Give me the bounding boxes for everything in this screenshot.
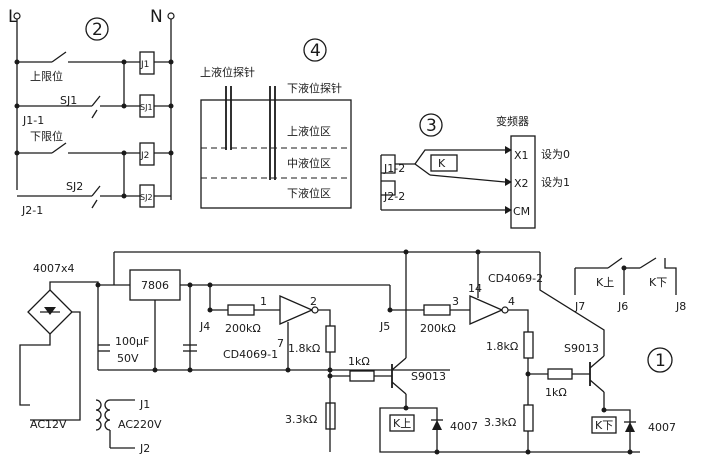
lower-probe-label: 下液位探针 bbox=[287, 81, 342, 95]
x1-terminal: X1 bbox=[514, 149, 529, 162]
sj1-label: SJ1 bbox=[60, 94, 77, 107]
section-4-number: 4 bbox=[310, 41, 321, 61]
r200k-a-label: 200kΩ bbox=[225, 322, 261, 335]
regulator-7806 bbox=[129, 269, 181, 301]
relay-k-up-coil bbox=[389, 414, 415, 432]
relay-j2-label: J2 bbox=[140, 151, 149, 161]
lower-limit-label: 下限位 bbox=[30, 129, 63, 143]
j7-label: J7 bbox=[574, 300, 585, 313]
set-0-label: 设为0 bbox=[541, 148, 570, 161]
section-3-number: 3 bbox=[426, 116, 437, 136]
section-1-main-circuit: 1 4007x4 7806 100μF 50V AC12V AC220V J1 … bbox=[19, 249, 686, 455]
j1-2-label: J1-2 bbox=[383, 162, 405, 175]
section-4-tank: 4 上液位探针 下液位探针 上液位区 中液位区 下液位区 bbox=[200, 38, 352, 209]
main-junction-dots bbox=[95, 249, 633, 455]
pin2-label: 2 bbox=[310, 295, 317, 308]
relay-j2-coil bbox=[139, 142, 155, 166]
r1k-b-label: 1kΩ bbox=[545, 386, 567, 399]
pin14-label: 14 bbox=[468, 282, 482, 295]
resistor-1k-b bbox=[547, 368, 573, 380]
x2-terminal: X2 bbox=[514, 177, 529, 190]
ac220v-label: AC220V bbox=[118, 418, 162, 431]
bridge-diodes-label: 4007x4 bbox=[33, 262, 75, 275]
j1-1-label: J1-1 bbox=[22, 114, 44, 127]
ac12v-label: AC12V bbox=[30, 418, 67, 431]
section-1-marker bbox=[647, 347, 673, 373]
j6-label: J6 bbox=[617, 300, 628, 313]
pin3-label: 3 bbox=[452, 295, 459, 308]
upper-probe-label: 上液位探针 bbox=[200, 65, 255, 79]
j2-1-label: J2-1 bbox=[21, 204, 43, 217]
transformer-j1-label: J1 bbox=[139, 398, 150, 411]
r3-3k-a-label: 3.3kΩ bbox=[285, 413, 317, 426]
section-3-inverter: 3 变频器 X1 X2 CM 设为0 设为1 J1-2 J2-2 K bbox=[380, 113, 570, 229]
r1k-a-label: 1kΩ bbox=[348, 355, 370, 368]
k-up-coil-label: K上 bbox=[393, 417, 411, 430]
k-down-coil-label: K下 bbox=[595, 419, 613, 432]
mid-zone-label: 中液位区 bbox=[287, 156, 331, 170]
pin1-label: 1 bbox=[260, 295, 267, 308]
label-N: N bbox=[150, 7, 163, 27]
pin7-label: 7 bbox=[277, 337, 284, 350]
relay-j1-coil bbox=[139, 51, 155, 75]
pin4-label: 4 bbox=[508, 295, 515, 308]
set-1-label: 设为1 bbox=[541, 176, 570, 189]
upper-limit-label: 上限位 bbox=[30, 69, 63, 83]
section-4-marker bbox=[303, 38, 327, 62]
label-L: L bbox=[8, 7, 18, 27]
cap-50v-label: 50V bbox=[117, 352, 139, 365]
tank bbox=[200, 99, 352, 209]
section-1-number: 1 bbox=[655, 351, 666, 371]
cap-100uf-label: 100μF bbox=[115, 335, 149, 348]
j4-label: J4 bbox=[199, 320, 210, 333]
transformer-j2-label: J2 bbox=[139, 442, 150, 455]
cd4069-2-label: CD4069-2 bbox=[488, 272, 543, 285]
resistor-1k-a bbox=[349, 370, 375, 382]
transformer-primary bbox=[95, 399, 102, 431]
section-2-number: 2 bbox=[92, 20, 103, 40]
j5-label: J5 bbox=[379, 320, 390, 333]
resistor-1-8k-b bbox=[523, 331, 534, 359]
relay-sj1-label: SJ1 bbox=[140, 103, 153, 112]
s9013-b-label: S9013 bbox=[564, 342, 599, 355]
cm-terminal: CM bbox=[513, 205, 530, 218]
section-2-relay-ladder: L N 2 上限位 J1 J1-1 SJ1 SJ1 下限位 J2 bbox=[8, 7, 175, 217]
k-contact-label: K bbox=[438, 157, 446, 170]
resistor-200k-a bbox=[227, 304, 255, 316]
inverter-label: 变频器 bbox=[496, 114, 529, 128]
resistor-3-3k-b bbox=[523, 404, 534, 432]
r1-8k-b-label: 1.8kΩ bbox=[486, 340, 518, 353]
inverter-cd4069-1 bbox=[279, 295, 314, 325]
section-3-marker bbox=[419, 113, 443, 137]
sj2-label: SJ2 bbox=[66, 180, 83, 193]
r3-3k-b-label: 3.3kΩ bbox=[484, 416, 516, 429]
upper-zone-label: 上液位区 bbox=[287, 124, 331, 138]
k-down-switch-label: K下 bbox=[649, 276, 667, 289]
r200k-b-label: 200kΩ bbox=[420, 322, 456, 335]
regulator-label: 7806 bbox=[141, 279, 169, 292]
lower-zone-label: 下液位区 bbox=[287, 186, 331, 200]
j8-label: J8 bbox=[675, 300, 686, 313]
relay-k-down-coil bbox=[591, 416, 617, 434]
relay-j1-label: J1 bbox=[140, 60, 149, 70]
resistor-1-8k-a bbox=[325, 325, 336, 353]
resistor-200k-b bbox=[423, 304, 451, 316]
s9013-a-label: S9013 bbox=[411, 370, 446, 383]
k-up-switch-label: K上 bbox=[596, 276, 614, 289]
j2-2-label: J2-2 bbox=[383, 190, 405, 203]
cd4069-1-label: CD4069-1 bbox=[223, 348, 278, 361]
diode-4007-a-label: 4007 bbox=[450, 420, 478, 433]
junction-dots bbox=[14, 59, 174, 199]
r1-8k-a-label: 1.8kΩ bbox=[288, 342, 320, 355]
relay-sj2-label: SJ2 bbox=[140, 193, 153, 202]
inverter-cd4069-2 bbox=[469, 295, 504, 325]
section-2-marker bbox=[85, 17, 109, 41]
diode-4007-b-label: 4007 bbox=[648, 421, 676, 434]
